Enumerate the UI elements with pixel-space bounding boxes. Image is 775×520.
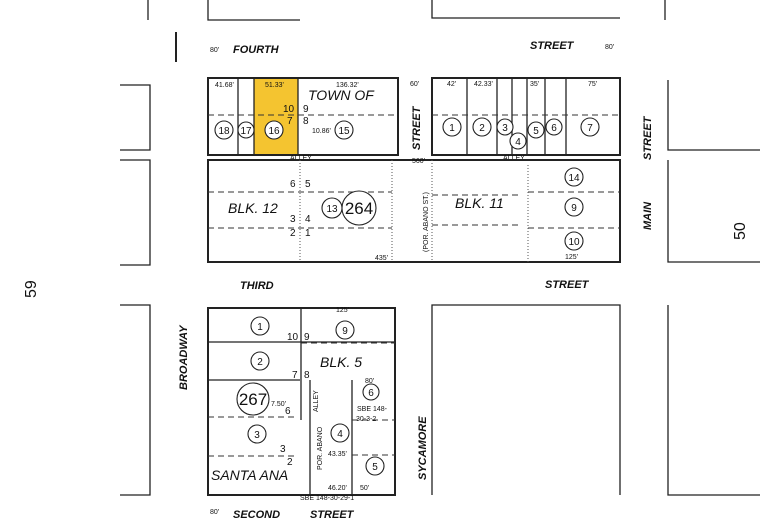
alley-label: ALLEY — [313, 390, 320, 412]
adjacent-block-lines — [120, 0, 760, 496]
dimension: 46.20' — [328, 485, 347, 492]
sbe-label: SBE 148-30-29-1 — [300, 495, 354, 502]
dimension: 136.32' — [336, 82, 359, 89]
dimension: 42' — [447, 81, 456, 88]
dimension: 51.33' — [265, 82, 284, 89]
dimension: 560' — [412, 158, 425, 165]
street-label-sycamore: SYCAMORE — [417, 416, 429, 480]
lot-number: 7 — [287, 116, 293, 127]
dimension: 35' — [530, 81, 539, 88]
lot-number: 5 — [305, 179, 311, 190]
block-middle: 13 264 14 9 10 BLK. 12 BLK. 11 560' 435'… — [207, 158, 621, 263]
lot-number: 2 — [287, 457, 293, 468]
parcel-number: 18 — [218, 126, 230, 137]
lot-number: 3 — [280, 444, 286, 455]
dimension: 125' — [565, 254, 578, 261]
parcel-number: 1 — [257, 322, 263, 333]
lot-number: 10 — [287, 332, 299, 343]
highlighted-parcel-16[interactable] — [254, 79, 298, 155]
parcel-number: 10 — [568, 237, 580, 248]
block-label: BLK. 11 — [455, 195, 504, 211]
parcel-number: 5 — [533, 126, 539, 137]
dimension: 7.50' — [271, 401, 286, 408]
parcel-number: 4 — [337, 429, 343, 440]
lot-number: 6 — [285, 406, 291, 417]
dimension: 42.33' — [474, 81, 493, 88]
parcel-number: 16 — [268, 126, 280, 137]
lot-number: 9 — [304, 332, 310, 343]
street-label: POR. ABANO — [317, 426, 324, 470]
parcel-number: 9 — [571, 203, 577, 214]
street-label-broadway: BROADWAY — [178, 324, 190, 390]
page-number-left: 59 — [23, 280, 40, 298]
dimension: 50' — [360, 485, 369, 492]
book-page-number: 267 — [239, 390, 267, 409]
dimension: 80' — [365, 378, 374, 385]
parcel-number: 4 — [515, 137, 521, 148]
santa-ana-label: SANTA ANA — [211, 467, 288, 483]
alley-label: ALLEY — [503, 155, 525, 162]
parcel-number: 17 — [240, 126, 252, 137]
street-label-abano: (POR. ABANO ST.) — [423, 192, 430, 252]
dimension: 41.68' — [215, 82, 234, 89]
lot-number: 1 — [305, 228, 311, 239]
svg-text:STREET: STREET — [530, 40, 575, 52]
lot-number: 3 — [290, 214, 296, 225]
svg-text:80': 80' — [605, 44, 614, 51]
lot-number: 6 — [290, 179, 296, 190]
parcel-number: 15 — [338, 126, 350, 137]
block-label: BLK. 5 — [320, 354, 362, 370]
sbe-label: 30-3-2 — [356, 416, 376, 423]
parcel-number: 5 — [372, 462, 378, 473]
dimension: 125' — [336, 307, 349, 314]
svg-text:80': 80' — [210, 47, 219, 54]
dimension: 43.35' — [328, 451, 347, 458]
block-top-right: 1 2 3 4 5 6 7 42' 42.33' 35' 75' 60' — [410, 77, 621, 156]
block-lower: 1 9 2 267 3 6 4 5 BLK. 5 SANTA ANA SBE 1… — [207, 307, 396, 502]
parcel-number: 1 — [449, 123, 455, 134]
svg-text:STREET: STREET — [411, 105, 423, 150]
lot-number: 2 — [290, 228, 296, 239]
lot-number: 9 — [303, 104, 309, 115]
parcel-number: 3 — [254, 430, 260, 441]
parcel-number: 2 — [257, 357, 263, 368]
dimension: 75' — [588, 81, 597, 88]
svg-text:STREET: STREET — [310, 509, 355, 520]
parcel-number: 6 — [368, 388, 374, 399]
street-label-main: STREET — [642, 115, 654, 160]
parcel-number: 3 — [502, 123, 508, 134]
town-of-label: TOWN OF — [308, 87, 375, 103]
parcel-number: 13 — [326, 204, 338, 215]
lot-number: 8 — [304, 370, 310, 381]
parcel-number: 7 — [587, 123, 593, 134]
dimension: 10.86' — [312, 128, 331, 135]
page-number-right: 50 — [732, 222, 749, 240]
parcel-number: 9 — [342, 326, 348, 337]
lot-number: 8 — [303, 116, 309, 127]
alley-label: ALLEY — [290, 155, 312, 162]
svg-text:80': 80' — [210, 509, 219, 516]
lot-number: 7 — [292, 370, 298, 381]
lot-number: 10 — [283, 104, 295, 115]
svg-text:STREET: STREET — [545, 279, 590, 291]
street-label-fourth: FOURTH — [233, 44, 280, 56]
street-label-third: THIRD — [240, 280, 274, 292]
street-labels: 80' FOURTH STREET 80' THIRD STREET 80' S… — [178, 40, 654, 520]
parcel-number: 14 — [568, 173, 580, 184]
book-page-number: 264 — [345, 199, 373, 218]
parcel-number: 6 — [551, 123, 557, 134]
dimension: 435' — [375, 255, 388, 262]
street-label-second: SECOND — [233, 509, 280, 520]
block-label: BLK. 12 — [228, 200, 278, 216]
block-top-left: 18 17 16 15 TOWN OF 41.68' 51.33' 136.32… — [207, 77, 399, 156]
sbe-label: SBE 148- — [357, 406, 388, 413]
dimension: 60' — [410, 81, 419, 88]
svg-text:MAIN: MAIN — [642, 201, 654, 230]
parcel-number: 2 — [479, 123, 485, 134]
lot-number: 4 — [305, 214, 311, 225]
